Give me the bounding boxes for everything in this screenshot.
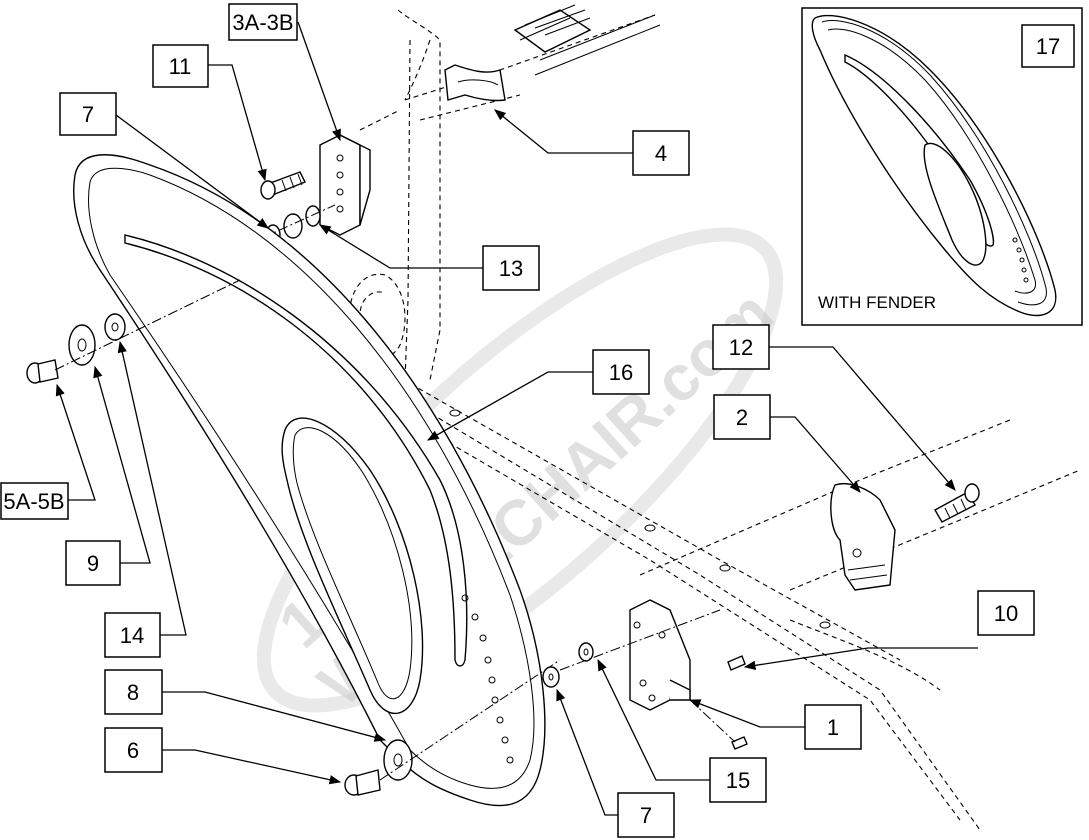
push-handle-grip <box>513 4 661 76</box>
callout-10-label: 10 <box>994 601 1018 626</box>
leader-lines <box>55 21 978 816</box>
callout-8: 8 <box>104 669 163 715</box>
side-guard-plate-part-16 <box>73 154 546 807</box>
callout-6-label: 6 <box>127 738 139 763</box>
callout-15: 15 <box>709 757 767 803</box>
callout-17-label: 17 <box>1036 34 1060 59</box>
lower-fastener-stack <box>344 659 561 796</box>
callout-7-upper-label: 7 <box>82 102 94 127</box>
set-screw-part-10 <box>689 655 748 750</box>
mount-block-part-3 <box>319 134 371 236</box>
callout-1: 1 <box>804 704 862 750</box>
callout-12: 12 <box>712 324 770 370</box>
callout-3A-3B: 3A-3B <box>228 3 298 41</box>
callout-11-label: 11 <box>169 54 192 79</box>
washer-stack-lower <box>542 609 721 688</box>
callout-16-label: 16 <box>609 360 633 385</box>
callout-8-label: 8 <box>127 680 139 705</box>
callout-4: 4 <box>632 130 690 176</box>
callout-5A-5B: 5A-5B <box>0 482 69 520</box>
inset-with-fender: 17 WITH FENDER <box>801 7 1083 326</box>
callout-14: 14 <box>104 612 161 658</box>
callout-7-upper: 7 <box>59 92 117 136</box>
inset-fender-drawing <box>811 14 1057 317</box>
callout-9-label: 9 <box>87 551 99 576</box>
callout-2-label: 2 <box>736 405 748 430</box>
callout-15-label: 15 <box>726 768 750 793</box>
callout-14-label: 14 <box>120 623 144 648</box>
callout-13: 13 <box>482 245 540 291</box>
callout-9: 9 <box>65 540 121 586</box>
cap-screw-part-11 <box>260 171 306 200</box>
callout-3A-3B-label: 3A-3B <box>232 10 293 35</box>
callout-4-label: 4 <box>655 141 667 166</box>
callout-12-label: 12 <box>729 335 753 360</box>
callout-7-lower-label: 7 <box>640 803 652 828</box>
callout-10: 10 <box>977 590 1035 636</box>
clip-part-2 <box>830 483 896 591</box>
callout-16: 16 <box>592 349 650 395</box>
callout-7-lower: 7 <box>617 792 675 838</box>
callout-1-label: 1 <box>827 715 839 740</box>
mount-block-part-1 <box>629 599 691 711</box>
inset-caption: WITH FENDER <box>818 293 936 312</box>
clamp-part-4 <box>444 64 506 102</box>
callout-2: 2 <box>713 394 771 440</box>
callout-6: 6 <box>104 727 163 773</box>
left-fastener-stack <box>26 279 241 384</box>
screw-part-12 <box>934 483 980 523</box>
callout-5A-5B-label: 5A-5B <box>3 489 64 514</box>
callout-11: 11 <box>152 44 209 88</box>
callout-13-label: 13 <box>499 256 523 281</box>
